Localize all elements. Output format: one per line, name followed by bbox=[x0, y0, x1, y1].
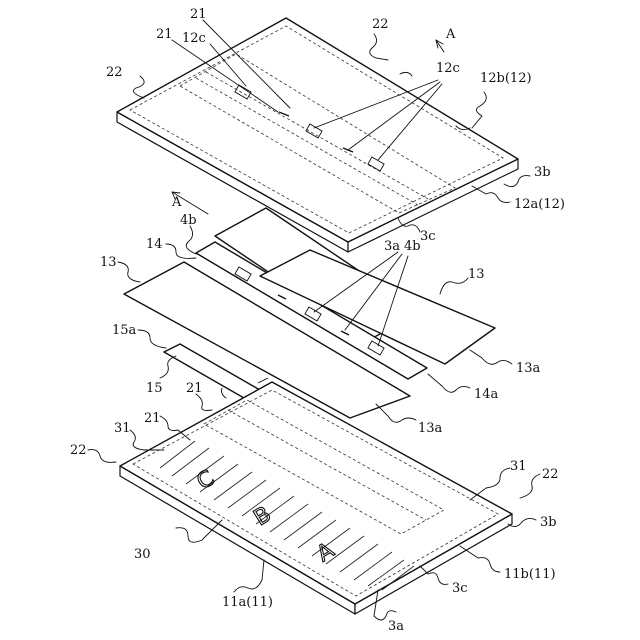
leader-11b bbox=[460, 546, 500, 572]
label-31-right: 31 bbox=[510, 459, 527, 474]
label-13a-low: 13a bbox=[418, 421, 443, 436]
label-14: 14 bbox=[146, 237, 163, 252]
leader-21-low-a bbox=[196, 394, 212, 411]
label-21-top-a: 21 bbox=[190, 7, 207, 22]
label-13a-right: 13a bbox=[516, 361, 541, 376]
label-22-top-left: 22 bbox=[106, 65, 123, 80]
label-12c-left: 12c bbox=[182, 31, 206, 46]
leader-15 bbox=[160, 356, 176, 378]
label-15a: 15a bbox=[112, 323, 137, 338]
bottom-tray: C B A bbox=[120, 382, 512, 614]
label-14a: 14a bbox=[474, 387, 499, 402]
label-a-mid: A bbox=[171, 195, 182, 210]
leader-13-left bbox=[118, 262, 140, 282]
leader-12b bbox=[472, 92, 486, 128]
leader-14a bbox=[428, 374, 470, 392]
label-22-low-left: 22 bbox=[70, 443, 87, 458]
label-21-low-a: 21 bbox=[186, 381, 203, 396]
leader-22-low-left bbox=[88, 450, 116, 463]
leader-22-left bbox=[133, 76, 144, 98]
label-3a-mid: 3a bbox=[384, 239, 400, 254]
leader-22-top bbox=[370, 34, 388, 60]
label-22-low-right: 22 bbox=[542, 467, 559, 482]
label-22-top-center: 22 bbox=[372, 17, 389, 32]
label-3a-low: 3a bbox=[388, 619, 404, 634]
leader-12c-curl bbox=[400, 72, 412, 76]
label-11b: 11b(11) bbox=[504, 567, 556, 582]
label-12c-right: 12c bbox=[436, 61, 460, 76]
leader-22-low-right bbox=[520, 474, 540, 498]
leader-13a-right bbox=[470, 350, 512, 364]
leader-14 bbox=[166, 244, 196, 258]
label-13-left: 13 bbox=[100, 255, 117, 270]
leader-11a bbox=[234, 560, 264, 592]
leader-3b-top bbox=[504, 176, 530, 187]
leader-15a bbox=[138, 330, 166, 348]
leader-13-right bbox=[440, 278, 468, 294]
label-a-top: A bbox=[445, 27, 456, 42]
label-12a: 12a(12) bbox=[514, 197, 565, 212]
label-15: 15 bbox=[146, 381, 163, 396]
label-13-right: 13 bbox=[468, 267, 485, 282]
label-12b: 12b(12) bbox=[480, 71, 532, 86]
label-3c-low: 3c bbox=[452, 581, 468, 596]
label-21-top-b: 21 bbox=[156, 27, 173, 42]
label-4b-left: 4b bbox=[180, 213, 197, 228]
label-3c-top: 3c bbox=[420, 229, 436, 244]
label-31-left: 31 bbox=[114, 421, 131, 436]
label-21-low-b: 21 bbox=[144, 411, 161, 426]
label-3b-top: 3b bbox=[534, 165, 551, 180]
top-cover-panel bbox=[117, 18, 518, 252]
leader-31-right bbox=[470, 468, 510, 500]
label-30: 30 bbox=[134, 547, 151, 562]
leader-4b-left bbox=[186, 226, 196, 254]
label-11a: 11a(11) bbox=[222, 595, 273, 610]
label-3b-low: 3b bbox=[540, 515, 557, 530]
strip-15-mark bbox=[258, 378, 268, 383]
leader-21-low-a2 bbox=[222, 388, 227, 398]
tray-face bbox=[120, 382, 512, 604]
label-4b-right: 4b bbox=[404, 239, 421, 254]
